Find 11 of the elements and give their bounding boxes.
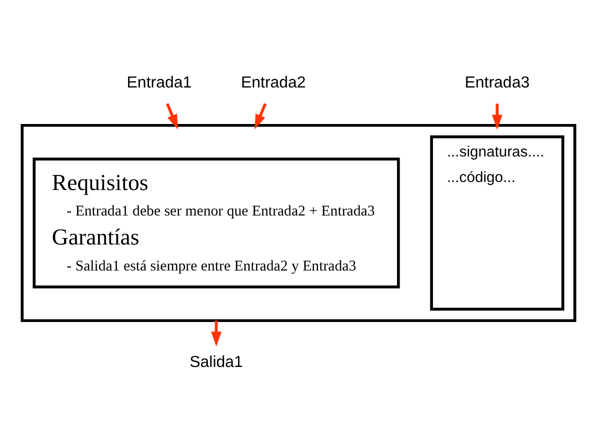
arrow <box>492 103 502 130</box>
node-text: Salida1 <box>190 354 243 371</box>
node-text: Entrada1 <box>126 74 192 91</box>
node-box: Requisitos - Entrada1 debe ser menor que Entrada2 + Entrada3 Garantías - Salida1 está siempre entre Entrada2 y Entrada3 <box>32 157 400 288</box>
node-box: ...signaturas.... ...código... <box>430 134 564 310</box>
node-text: Entrada3 <box>464 74 530 91</box>
node-text: Entrada2 <box>240 74 306 91</box>
arrow <box>166 102 178 129</box>
arrow <box>211 320 222 346</box>
arrow <box>254 102 267 129</box>
cluster <box>20 123 576 322</box>
